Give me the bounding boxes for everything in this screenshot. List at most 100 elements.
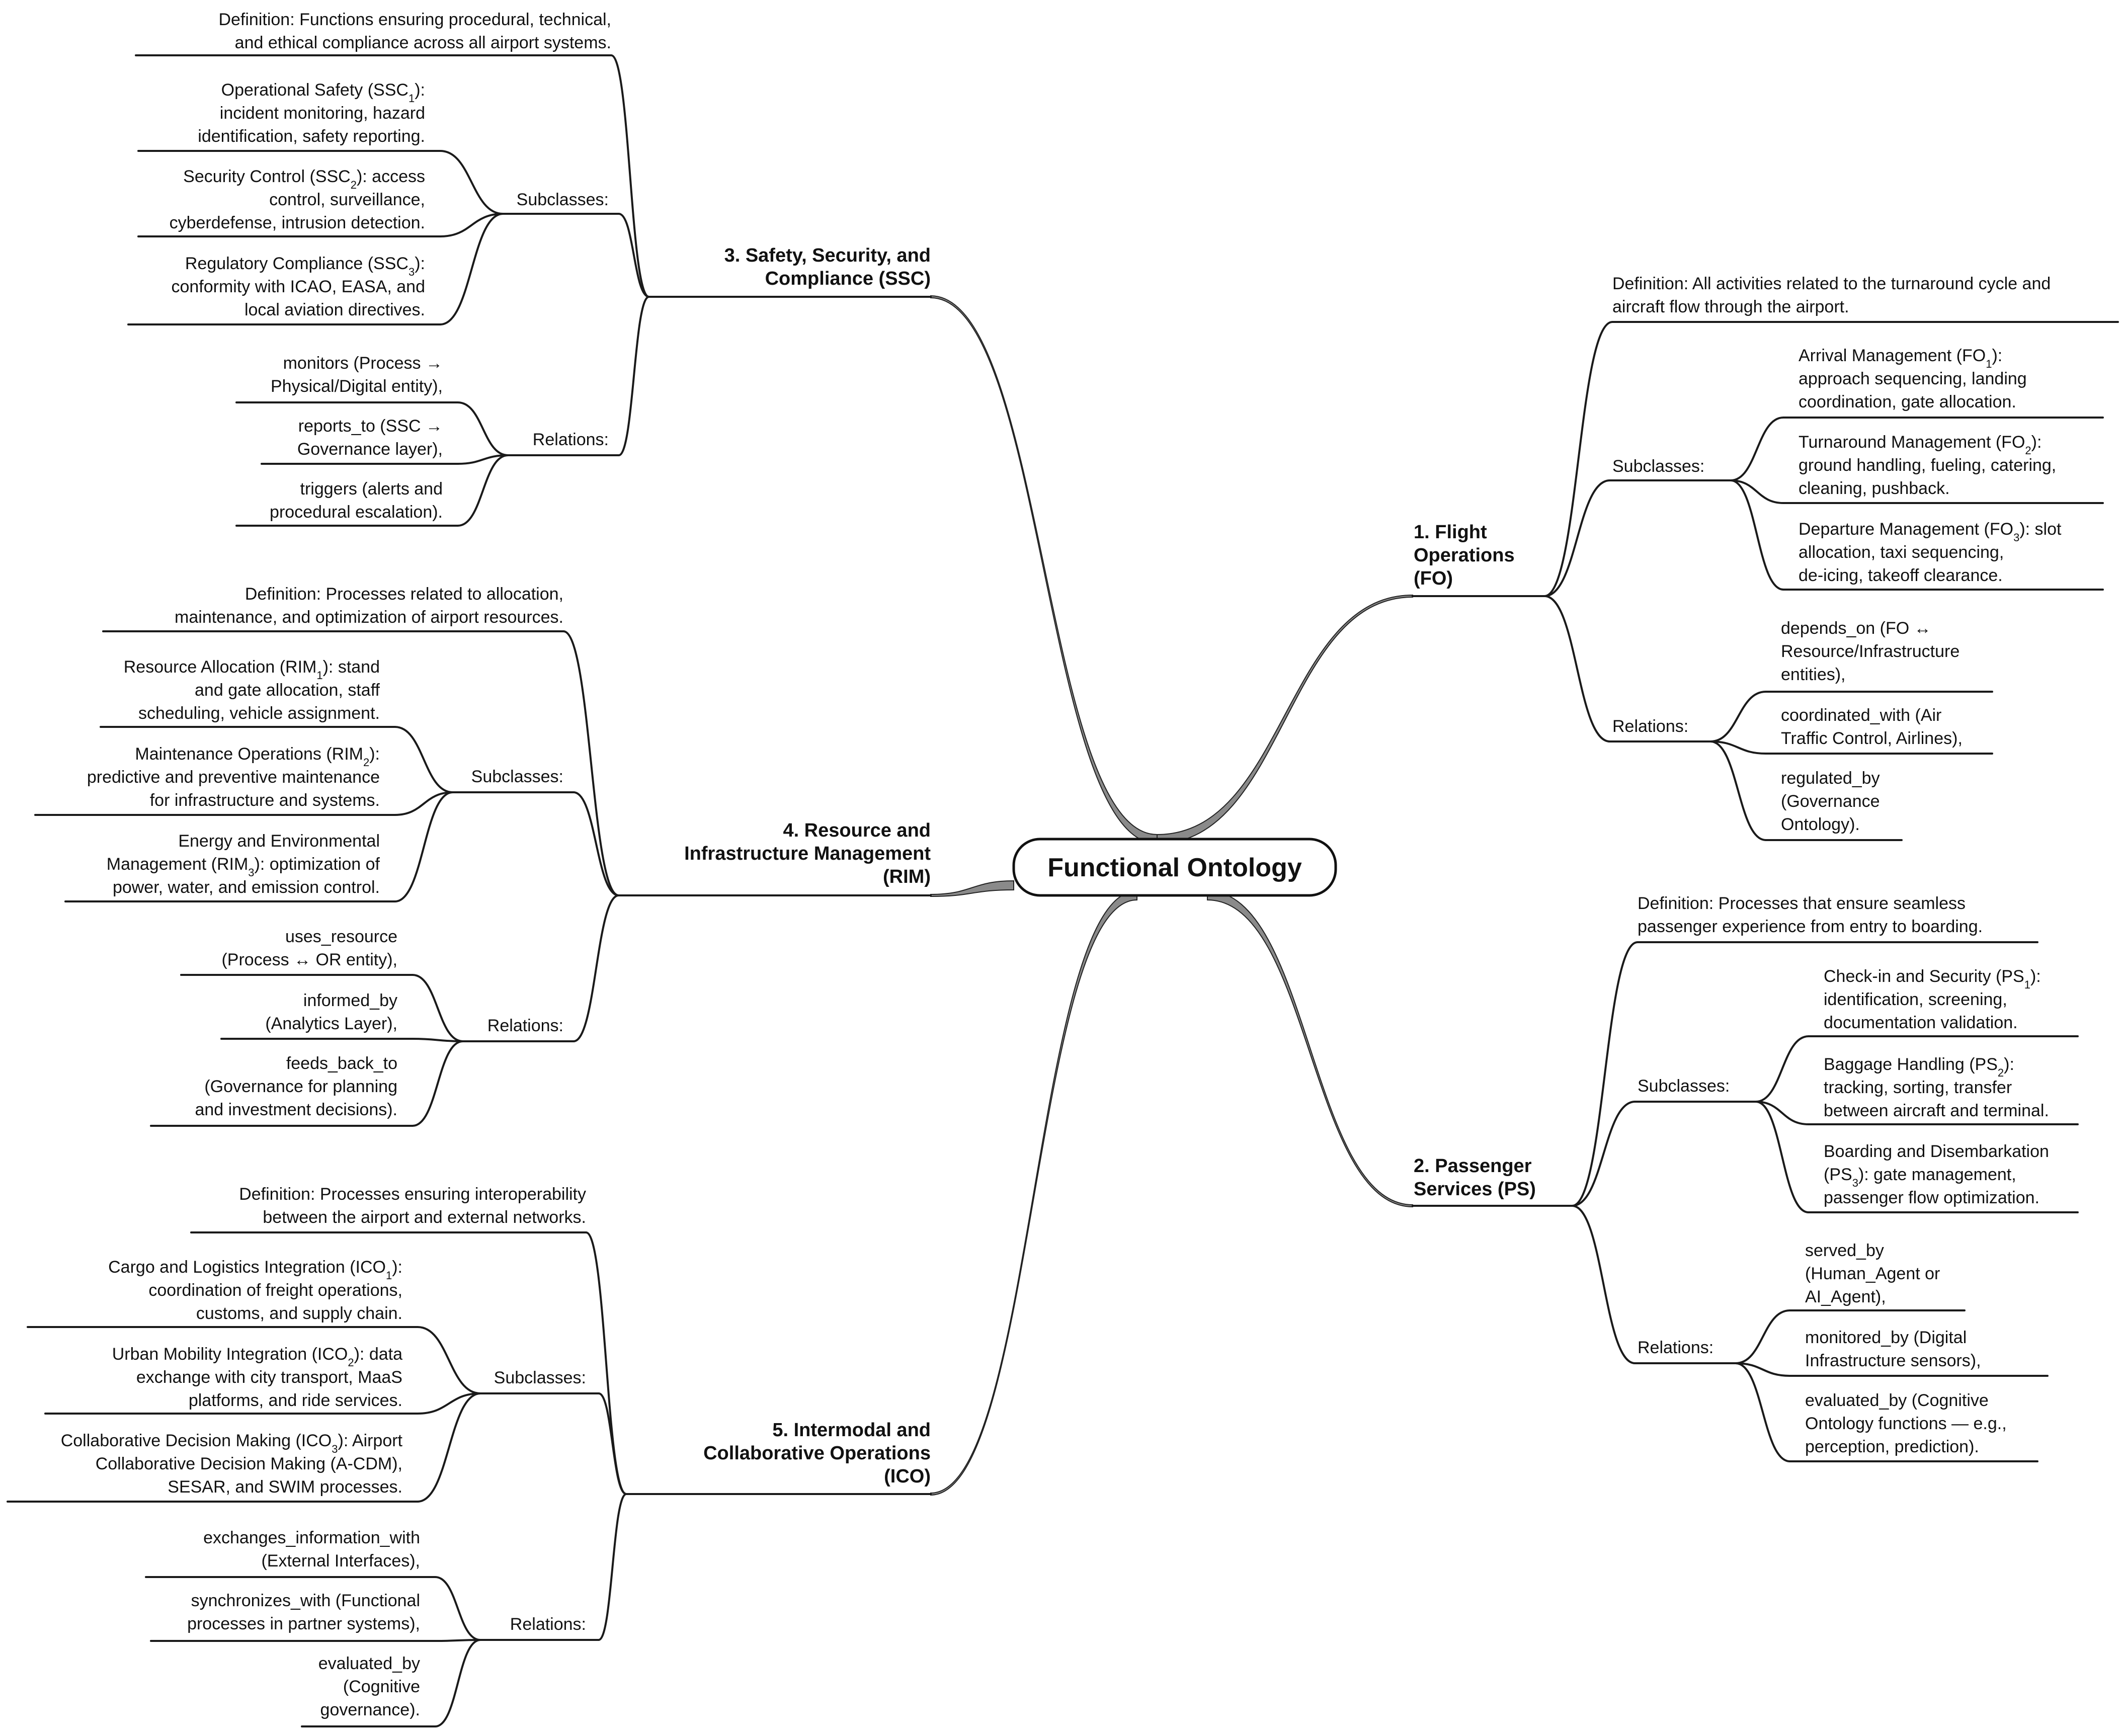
subclass-fo-3: de-icing, takeoff clearance. xyxy=(1799,566,2003,585)
text-segment: ): slot xyxy=(2019,520,2062,539)
text-segment: for infrastructure and systems. xyxy=(150,791,380,810)
text-segment: (Governance for planning xyxy=(204,1077,397,1096)
connector-relations-ssc xyxy=(618,296,650,456)
definition-ssc-line: Definition: Functions ensuring procedura… xyxy=(218,10,611,29)
subclass-ico-1: Cargo and Logistics Integration (ICO1): xyxy=(108,1258,402,1282)
relation-connector xyxy=(1735,1309,1791,1364)
subclass-ico-1: coordination of freight operations, xyxy=(148,1281,402,1300)
subclass-connector xyxy=(439,213,504,325)
text-segment: de-icing, takeoff clearance. xyxy=(1799,566,2003,585)
text-segment: ): gate management, xyxy=(1858,1165,2016,1184)
subclasses-label-ico: Subclasses: xyxy=(494,1368,586,1387)
relation-rim-3: (Governance for planning xyxy=(204,1077,397,1096)
subclass-connector xyxy=(417,1392,481,1503)
text-segment: identification, safety reporting. xyxy=(198,127,425,146)
relation-rim-1: uses_resource xyxy=(285,927,397,946)
relation-fo-1: entities), xyxy=(1781,665,1846,684)
definition-ps-line: Definition: Processes that ensure seamle… xyxy=(1638,894,1966,913)
subscript: 3 xyxy=(1852,1177,1858,1189)
relation-ssc-2: Governance layer), xyxy=(297,440,443,459)
definition-ssc-line: and ethical compliance across all airpor… xyxy=(235,33,611,52)
text-segment: ): xyxy=(415,80,425,100)
text-segment: Operations xyxy=(1414,545,1515,566)
text-segment: Definition: Processes ensuring interoper… xyxy=(239,1185,586,1204)
trunk-rim xyxy=(930,880,1014,897)
text-segment: Collaborative Decision Making (ICO xyxy=(61,1431,332,1450)
text-segment: (RIM) xyxy=(883,866,931,887)
text-segment: 1. Flight xyxy=(1414,522,1487,543)
root-node[interactable]: Functional Ontology xyxy=(1012,838,1337,897)
relation-fo-3: regulated_by xyxy=(1781,769,1880,788)
connector-subclasses-rim xyxy=(573,791,620,896)
subclass-rim-3: Energy and Environmental xyxy=(178,832,380,851)
relation-ico-3: (Cognitive xyxy=(343,1677,420,1696)
text-segment: allocation, taxi sequencing, xyxy=(1799,543,2004,562)
subclass-rim-2: for infrastructure and systems. xyxy=(150,791,380,810)
subclass-rim-1: scheduling, vehicle assignment. xyxy=(138,704,380,723)
subclass-connector xyxy=(1730,479,1784,504)
branch-title-fo-line: (FO) xyxy=(1414,568,1453,589)
relation-connector xyxy=(412,974,464,1042)
text-segment: (Process ↔ OR entity), xyxy=(221,950,397,969)
text-segment: Governance layer), xyxy=(297,440,443,459)
relation-fo-3: (Governance xyxy=(1781,792,1880,811)
text-segment: and ethical compliance across all airpor… xyxy=(235,33,611,52)
relation-ps-2: Infrastructure sensors), xyxy=(1805,1351,1981,1370)
relation-connector xyxy=(1735,1362,1791,1377)
connector-definition-fo xyxy=(1543,321,1613,597)
text-segment: Baggage Handling (PS xyxy=(1824,1055,1998,1074)
relation-rim-2: informed_by xyxy=(303,991,397,1010)
relation-rim-2: (Analytics Layer), xyxy=(265,1014,397,1033)
connector-subclasses-fo xyxy=(1543,479,1611,597)
relation-ico-2: processes in partner systems), xyxy=(187,1614,420,1633)
text-segment: local aviation directives. xyxy=(244,300,425,319)
definition-ps-line: passenger experience from entry to board… xyxy=(1638,917,1983,936)
text-segment: Energy and Environmental xyxy=(178,832,380,851)
text-segment: Subclasses: xyxy=(1638,1077,1730,1096)
connector-definition-rim xyxy=(562,630,620,896)
relation-ssc-3: procedural escalation). xyxy=(270,503,443,522)
text-segment: ): xyxy=(392,1258,402,1277)
relation-ico-2: synchronizes_with (Functional xyxy=(191,1591,420,1610)
subscript: 1 xyxy=(386,1269,392,1282)
relation-connector xyxy=(457,454,509,527)
definition-rim-line: maintenance, and optimization of airport… xyxy=(175,608,563,627)
subclass-ico-1: customs, and supply chain. xyxy=(196,1304,402,1323)
subclass-rim-3: Management (RIM3): optimization of xyxy=(107,855,380,879)
text-segment: ): xyxy=(415,254,425,273)
text-segment: scheduling, vehicle assignment. xyxy=(138,704,380,723)
text-segment: feeds_back_to xyxy=(286,1054,397,1073)
relation-connector xyxy=(457,401,509,456)
subclass-connector xyxy=(1755,1101,1810,1125)
subclass-ico-3: Collaborative Decision Making (ICO3): Ai… xyxy=(61,1431,403,1455)
text-segment: (FO) xyxy=(1414,568,1453,589)
text-segment: reports_to (SSC → xyxy=(298,417,443,436)
subclass-fo-1: Arrival Management (FO1): xyxy=(1799,346,2002,370)
text-segment: Traffic Control, Airlines), xyxy=(1781,729,1963,748)
text-segment: power, water, and emission control. xyxy=(113,878,380,897)
text-segment: Cargo and Logistics Integration (ICO xyxy=(108,1258,386,1277)
text-segment: Subclasses: xyxy=(517,190,609,209)
text-segment: ): data xyxy=(354,1345,402,1364)
text-segment: regulated_by xyxy=(1781,769,1880,788)
text-segment: coordination, gate allocation. xyxy=(1799,392,2016,411)
subclasses-label-rim: Subclasses: xyxy=(471,767,563,786)
text-segment: SESAR, and SWIM processes. xyxy=(168,1477,402,1497)
text-segment: Ontology). xyxy=(1781,815,1860,834)
text-segment: cleaning, pushback. xyxy=(1799,479,1950,498)
subclass-rim-1: Resource Allocation (RIM1): stand xyxy=(124,657,380,682)
subclass-connector xyxy=(1730,479,1784,591)
text-segment: documentation validation. xyxy=(1824,1013,2018,1032)
subclass-connector xyxy=(417,1326,481,1394)
relation-connector xyxy=(434,1639,481,1727)
subclass-ico-2: platforms, and ride services. xyxy=(189,1391,402,1410)
text-segment: 4. Resource and xyxy=(783,820,931,841)
trunk-ssc xyxy=(930,295,1158,845)
relation-ps-1: (Human_Agent or xyxy=(1805,1264,1940,1283)
text-segment: Operational Safety (SSC xyxy=(221,80,409,100)
text-segment: Services (PS) xyxy=(1414,1179,1536,1200)
text-segment: coordinated_with (Air xyxy=(1781,706,1941,725)
subclass-fo-1: approach sequencing, landing xyxy=(1799,369,2027,388)
branch-title-rim-line: Infrastructure Management xyxy=(684,843,931,864)
connector-relations-ps xyxy=(1571,1205,1636,1364)
